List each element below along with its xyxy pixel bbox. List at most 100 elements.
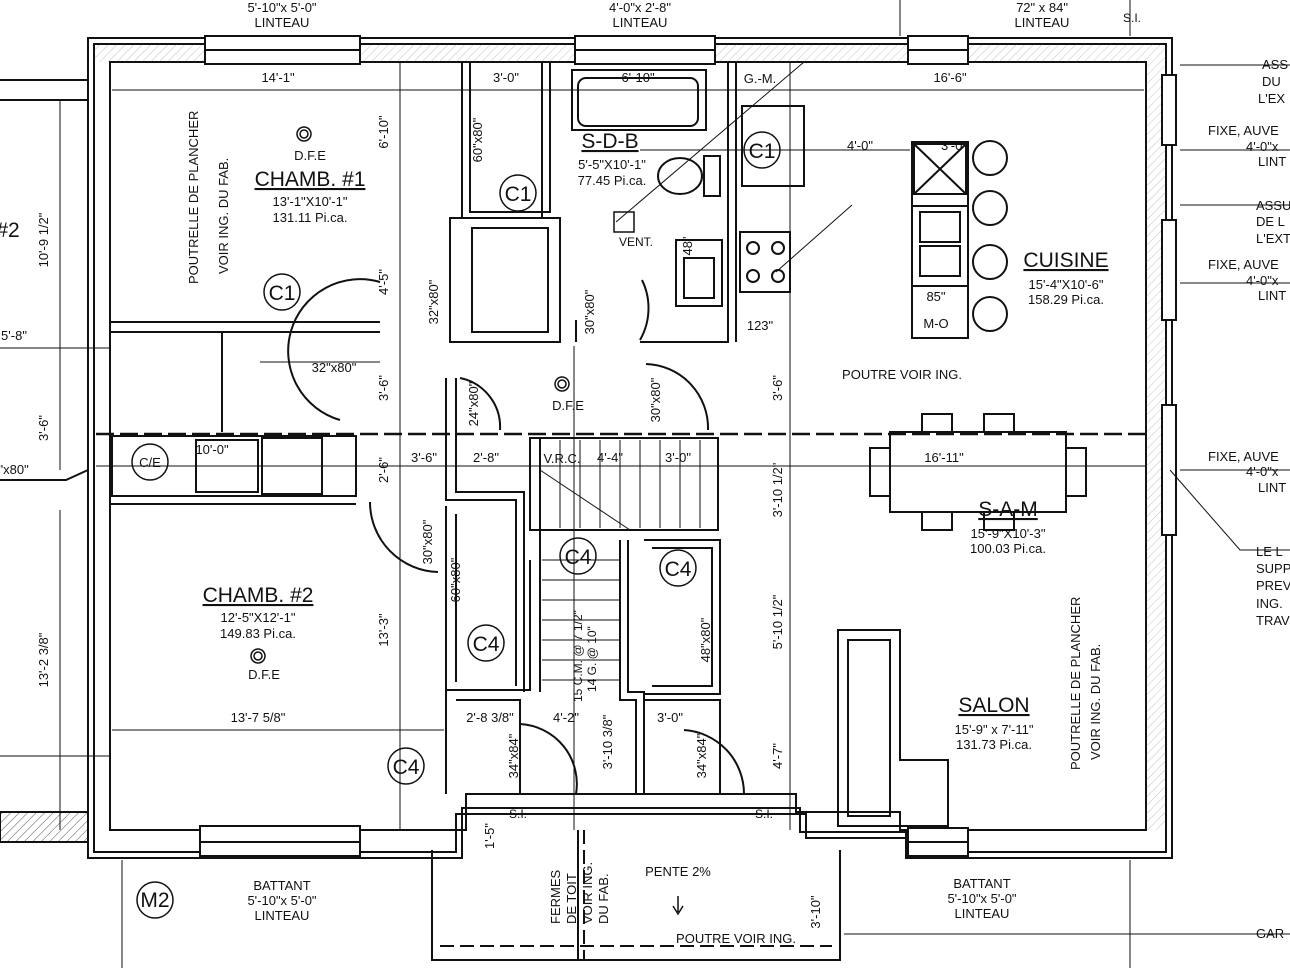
- dim: 32"x80": [312, 360, 357, 375]
- poutrelle-left-1: POUTRELLE DE PLANCHER: [186, 111, 201, 284]
- right-note: L'EX: [1258, 91, 1285, 106]
- cuisine-name: CUISINE: [1023, 249, 1108, 272]
- dim: 6'-10": [376, 115, 391, 149]
- left-edge-d5: 13'-2 3/8": [36, 632, 51, 687]
- dim: 2'-6": [376, 457, 391, 483]
- pente-label: PENTE 2%: [645, 864, 711, 879]
- dim: 4'-7": [770, 743, 785, 769]
- poutrelle-left-2: VOIR ING. DU FAB.: [216, 158, 231, 274]
- dim: 30"x80": [420, 519, 435, 564]
- dim: 3'-0": [493, 70, 519, 85]
- stair-spec-2: 14 G. @ 10": [585, 626, 599, 692]
- sdb-dims: 5'-5"X10'-1": [578, 157, 646, 172]
- marker-c1: C1: [505, 183, 532, 206]
- interior-walls: [0, 62, 1177, 961]
- right-note: FIXE, AUVE: [1208, 123, 1279, 138]
- dim: 30"x80": [648, 377, 663, 422]
- dim: 30"x80": [582, 289, 597, 334]
- bottom-opening-left-size: 5'-10"x 5'-0": [247, 893, 316, 908]
- cuisine-area: 158.29 Pi.ca.: [1028, 292, 1104, 307]
- right-note: DE L: [1256, 214, 1285, 229]
- bottom-opening-right-type: BATTANT: [953, 876, 1010, 891]
- right-note: ING.: [1256, 596, 1283, 611]
- vrc-label: V.R.C.: [543, 451, 580, 466]
- top-si-label: S.I.: [1123, 11, 1141, 25]
- sam-name: S-A-M: [978, 498, 1038, 521]
- bottom-opening-right-size: 5'-10"x 5'-0": [947, 891, 1016, 906]
- dim: 123": [747, 318, 774, 333]
- pente-arrow: [672, 896, 684, 916]
- marker-c1: C1: [269, 282, 296, 305]
- right-note: LE L: [1256, 544, 1283, 559]
- marker-c4: C4: [565, 546, 592, 569]
- dim: 24"x80": [466, 381, 481, 426]
- chamb2-area: 149.83 Pi.ca.: [220, 626, 296, 641]
- right-note: PREV: [1256, 578, 1290, 593]
- sdb-name: S-D-B: [581, 130, 638, 153]
- left-edge-d3: 3'-6": [36, 415, 51, 441]
- sam-dims: 15'-9"X10'-3": [971, 526, 1046, 541]
- right-note: LINT: [1258, 480, 1286, 495]
- fermes-4: DU FAB.: [596, 873, 611, 924]
- dim: 60"x80": [470, 117, 485, 162]
- dim: 3'-6": [770, 375, 785, 401]
- dim: 13'-3": [376, 613, 391, 647]
- fermes-1: FERMES: [548, 870, 563, 925]
- dim: 4'-0": [847, 138, 873, 153]
- dim: 4'-4": [597, 450, 623, 465]
- right-note: 4'-0"x: [1246, 139, 1279, 154]
- top-opening-mid-size: 4'-0"x 2'-8": [609, 0, 671, 15]
- dim: 32"x80": [426, 279, 441, 324]
- right-note: FIXE, AUVE: [1208, 449, 1279, 464]
- dim: 16'-6": [933, 70, 967, 85]
- right-note: 4'-0"x: [1246, 273, 1279, 288]
- chamb2-name: CHAMB. #2: [203, 584, 314, 607]
- hall-dfe: D.F.E: [552, 398, 584, 413]
- dim: 3'-0": [657, 710, 683, 725]
- m2-label: M2: [140, 889, 169, 912]
- kitchen-mo: M-O: [923, 316, 948, 331]
- kitchen-85: 85": [926, 289, 945, 304]
- left-edge-d1: 10'-9 1/2": [36, 212, 51, 267]
- section-markers: [131, 126, 781, 919]
- dim: 2'-8 3/8": [466, 710, 514, 725]
- right-note: L'EXT: [1256, 231, 1290, 246]
- si-left-label: S.I.: [509, 807, 527, 821]
- dim: 34"x84": [506, 733, 521, 778]
- dim: 2'-8": [473, 450, 499, 465]
- right-note: DU: [1262, 74, 1281, 89]
- cuisine-dims: 15'-4"X10'-6": [1029, 277, 1104, 292]
- marker-labels: C1 C1 C1 C4 C4 C4 C4: [269, 140, 776, 779]
- chamb1-area: 131.11 Pi.ca.: [273, 210, 348, 225]
- dim: 3'-6": [411, 450, 437, 465]
- dim: 5'-10 1/2": [770, 594, 785, 649]
- sam-area: 100.03 Pi.ca.: [970, 541, 1046, 556]
- marker-c4: C4: [393, 756, 420, 779]
- top-opening-right-size: 72" x 84": [1016, 0, 1068, 15]
- dim: 16'-11": [924, 450, 964, 465]
- dim: 3'-10": [808, 895, 823, 929]
- marker-c1: C1: [749, 140, 776, 163]
- chamb1-name: CHAMB. #1: [255, 168, 366, 191]
- si-right-label: S.I.: [755, 807, 773, 821]
- dim: 6'-10": [621, 70, 655, 85]
- right-note: 4'-0"x: [1246, 464, 1279, 479]
- dim: 3'-10 3/8": [600, 714, 615, 769]
- dim: 10'-0": [195, 442, 229, 457]
- right-notes: ASS DU L'EX FIXE, AUVE 4'-0"x LINT ASSU …: [1208, 57, 1290, 941]
- dim: 3'-0": [941, 138, 967, 153]
- bottom-opening-left-type: BATTANT: [253, 878, 310, 893]
- dim: 3'-10 1/2": [770, 462, 785, 517]
- poutre-note: POUTRE VOIR ING.: [842, 367, 962, 382]
- salon-area: 131.73 Pi.ca.: [956, 737, 1032, 752]
- dimension-texts-vertical: 6'-10" 60"x80" 4'-5" 32"x80" 30"x80" 48"…: [376, 115, 823, 929]
- top-opening-right-note: LINTEAU: [1015, 15, 1070, 30]
- dim: 1'-5": [482, 823, 497, 849]
- stair-spec-1: 15 C.M. @ 7 1/2": [571, 610, 585, 702]
- dim: 14'-1": [261, 70, 295, 85]
- right-note: FIXE, AUVE: [1208, 257, 1279, 272]
- right-note: LINT: [1258, 154, 1286, 169]
- marker-c4: C4: [473, 633, 500, 656]
- chamb2-dims: 12'-5"X12'-1": [221, 610, 296, 625]
- bottom-opening-right-note: LINTEAU: [955, 906, 1010, 921]
